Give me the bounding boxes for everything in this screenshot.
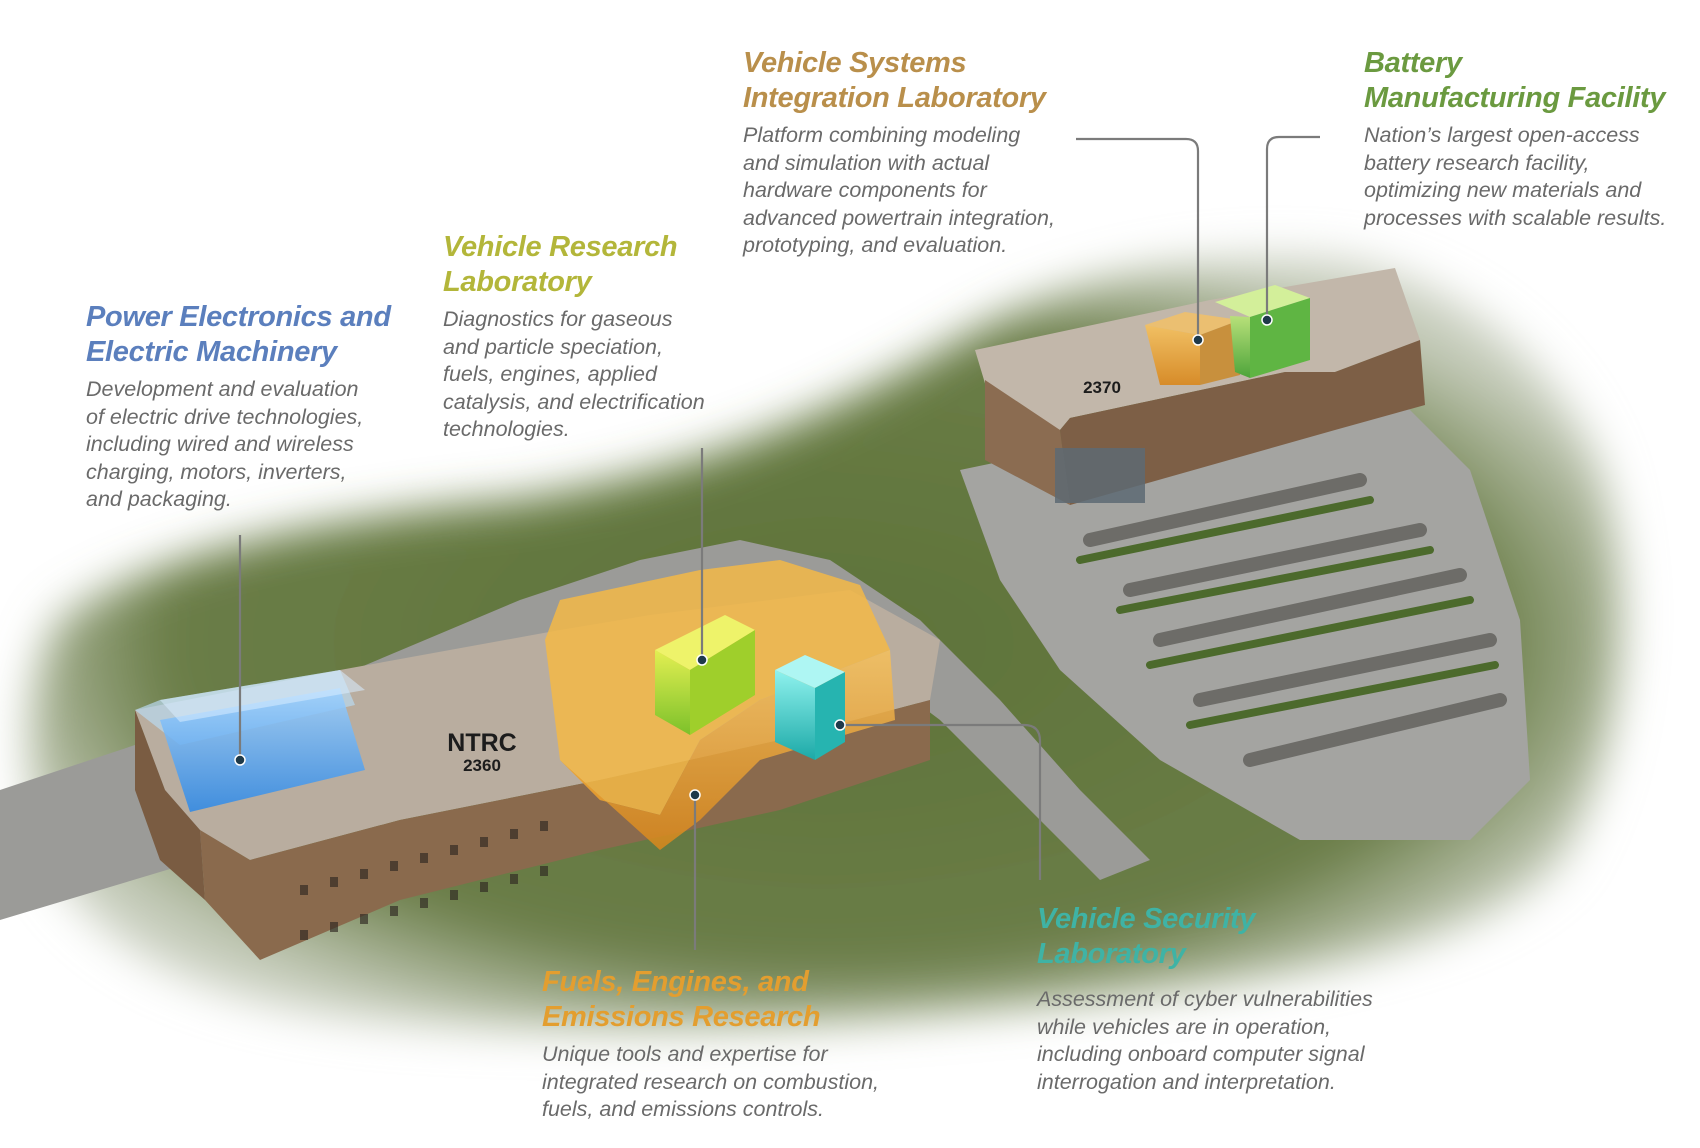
vsil-description: Platform combining modeling and simulati…	[743, 122, 1113, 260]
power-electronics-volume	[135, 670, 365, 812]
marker-power	[234, 754, 246, 766]
label-fuels-engines-emissions: Fuels, Engines, and Emissions Research U…	[542, 965, 942, 1124]
marker-battery	[1261, 314, 1273, 326]
vrl-desc-line: Diagnostics for gaseous	[443, 307, 673, 331]
marker-fuels	[689, 789, 701, 801]
vrl-description: Diagnostics for gaseous and particle spe…	[443, 306, 753, 444]
vrl-title: Vehicle Research Laboratory	[443, 230, 753, 300]
marker-security	[834, 719, 846, 731]
vrl-desc-line: fuels, engines, applied	[443, 362, 657, 386]
security-title: Vehicle Security Laboratory	[1037, 902, 1437, 972]
fuels-title-line2: Emissions Research	[542, 1001, 821, 1033]
power-title-line2: Electric Machinery	[86, 336, 337, 368]
fuels-desc-line: Unique tools and expertise for	[542, 1042, 828, 1066]
vrl-desc-line: and particle speciation,	[443, 334, 663, 359]
vrl-desc-line: technologies.	[443, 417, 570, 441]
security-desc-line: while vehicles are in operation,	[1037, 1014, 1331, 1039]
battery-description: Nation’s largest open-access battery res…	[1364, 122, 1694, 232]
ntrc-number: 2360	[463, 756, 501, 775]
battery-desc-line: optimizing new materials and	[1364, 178, 1642, 202]
battery-title-line1: Battery	[1364, 47, 1462, 79]
power-desc-line: and packaging.	[86, 487, 232, 511]
label-vehicle-security: Vehicle Security Laboratory Assessment o…	[1037, 902, 1437, 1096]
vrl-title-line2: Laboratory	[443, 266, 592, 298]
security-title-line2: Laboratory	[1037, 938, 1186, 970]
ntrc-building-label: NTRC 2360	[412, 730, 552, 776]
label-battery-manufacturing: Battery Manufacturing Facility Nation’s …	[1364, 46, 1694, 232]
vsil-title-line2: Integration Laboratory	[743, 82, 1046, 114]
battery-title: Battery Manufacturing Facility	[1364, 46, 1694, 116]
marker-vsil	[1192, 334, 1204, 346]
building-2370-number: 2370	[1083, 378, 1121, 397]
leader-line-vsil	[1076, 137, 1200, 340]
parking-rows	[1083, 473, 1507, 767]
battery-desc-line: processes with scalable results.	[1364, 205, 1667, 230]
battery-title-line2: Manufacturing Facility	[1364, 82, 1666, 114]
vsil-desc-line: hardware components for	[743, 178, 987, 202]
marker-vrl	[696, 654, 708, 666]
vsil-desc-line: Platform combining modeling	[743, 123, 1021, 147]
vsil-desc-line: advanced powertrain integration,	[743, 205, 1055, 230]
leader-line-security	[840, 723, 1042, 880]
power-title: Power Electronics and Electric Machinery	[86, 300, 426, 370]
label-vehicle-research: Vehicle Research Laboratory Diagnostics …	[443, 230, 753, 444]
vsil-volume	[1145, 312, 1240, 385]
security-desc-line: interrogation and interpretation.	[1037, 1069, 1336, 1094]
leader-line-battery	[1265, 135, 1320, 320]
power-title-line1: Power Electronics and	[86, 301, 391, 333]
vehicle-security-volume	[775, 655, 845, 760]
power-description: Development and evaluation of electric d…	[86, 376, 426, 514]
security-title-line1: Vehicle Security	[1037, 903, 1256, 935]
security-desc-line: including onboard computer signal	[1037, 1042, 1365, 1066]
vsil-title-line1: Vehicle Systems	[743, 47, 967, 79]
vrl-title-line1: Vehicle Research	[443, 231, 678, 263]
fuels-title-line1: Fuels, Engines, and	[542, 966, 809, 998]
vsil-desc-line: and simulation with actual	[743, 150, 990, 175]
label-vehicle-systems-integration: Vehicle Systems Integration Laboratory P…	[743, 46, 1113, 260]
fuels-title: Fuels, Engines, and Emissions Research	[542, 965, 942, 1035]
power-desc-line: of electric drive technologies,	[86, 404, 364, 429]
ntrc-name: NTRC	[447, 729, 517, 757]
power-desc-line: Development and evaluation	[86, 377, 359, 401]
security-description: Assessment of cyber vulnerabilities whil…	[1037, 986, 1437, 1096]
fuels-description: Unique tools and expertise for integrate…	[542, 1041, 942, 1124]
vrl-desc-line: catalysis, and electrification	[443, 389, 705, 414]
label-power-electronics: Power Electronics and Electric Machinery…	[86, 300, 426, 514]
battery-desc-line: battery research facility,	[1364, 150, 1590, 175]
fuels-desc-line: integrated research on combustion,	[542, 1069, 880, 1094]
power-desc-line: including wired and wireless	[86, 432, 354, 456]
tree-islands	[1076, 496, 1499, 729]
vsil-desc-line: prototyping, and evaluation.	[743, 233, 1008, 257]
vsil-title: Vehicle Systems Integration Laboratory	[743, 46, 1113, 116]
security-desc-line: Assessment of cyber vulnerabilities	[1037, 987, 1373, 1011]
fuels-desc-line: fuels, and emissions controls.	[542, 1097, 825, 1121]
power-desc-line: charging, motors, inverters,	[86, 459, 347, 484]
vehicle-research-volume	[655, 615, 755, 735]
battery-desc-line: Nation’s largest open-access	[1364, 123, 1640, 147]
